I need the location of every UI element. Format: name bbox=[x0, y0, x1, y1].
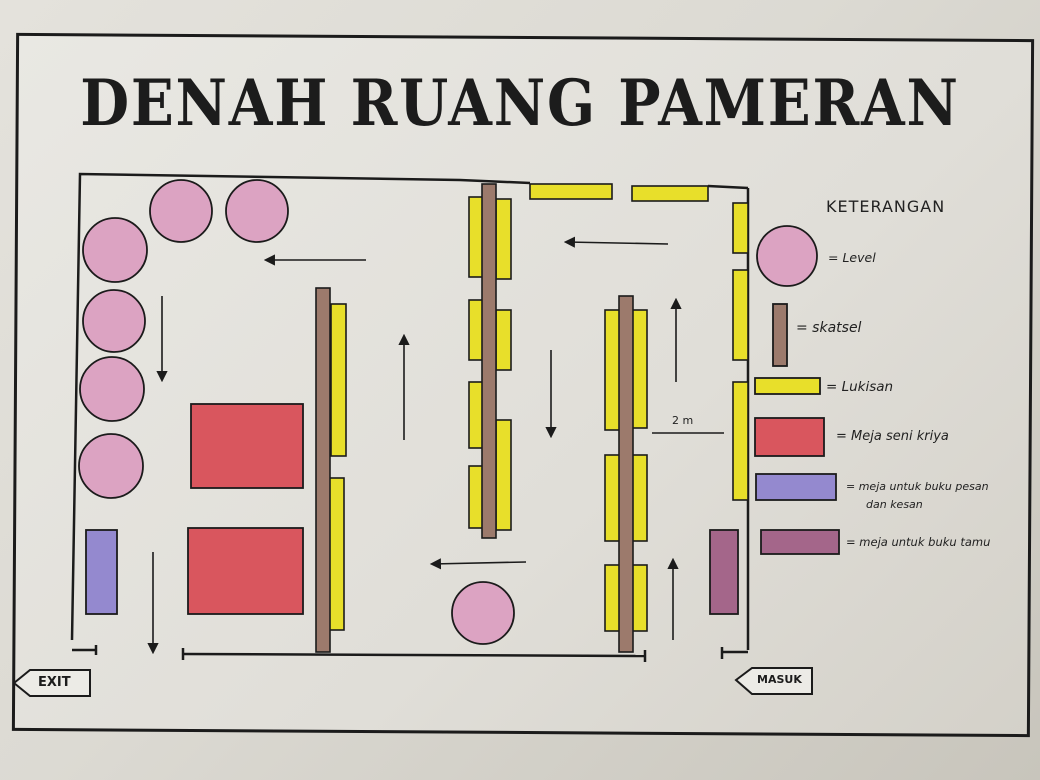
painting bbox=[732, 202, 749, 254]
partition bbox=[315, 287, 331, 653]
painting bbox=[328, 477, 345, 631]
legend-label-guest-table: = meja untuk buku tamu bbox=[846, 535, 991, 549]
arrow-left bbox=[429, 558, 527, 570]
painting bbox=[631, 564, 648, 632]
level-circle bbox=[78, 433, 144, 499]
painting bbox=[604, 309, 621, 431]
painting bbox=[604, 564, 621, 632]
painting bbox=[732, 381, 749, 501]
legend-painting-symbol bbox=[754, 377, 821, 395]
painting bbox=[495, 309, 512, 371]
level-circle bbox=[225, 179, 289, 243]
level-circle bbox=[149, 179, 213, 243]
legend-label-painting: = Lukisan bbox=[826, 379, 894, 395]
legend-symbols bbox=[754, 225, 840, 555]
legend-label-partition: = skatsel bbox=[796, 320, 862, 336]
craft-table bbox=[187, 527, 304, 615]
legend-craft-table-symbol bbox=[754, 417, 825, 457]
level-circle bbox=[82, 289, 146, 353]
partitions bbox=[315, 183, 634, 653]
legend-label-message-table: = meja untuk buku pesan bbox=[846, 480, 989, 493]
wall-top-right bbox=[707, 184, 749, 190]
level-circle bbox=[79, 356, 145, 422]
painting bbox=[604, 454, 621, 542]
wall-bottom bbox=[182, 652, 646, 658]
entrance-sign bbox=[734, 667, 813, 695]
legend-label-craft-table: = Meja seni kriya bbox=[836, 429, 949, 444]
wall-top-left bbox=[70, 172, 531, 641]
paintings bbox=[328, 183, 749, 632]
legend-message-table-symbol bbox=[755, 473, 837, 501]
painting bbox=[330, 303, 347, 457]
legend-label-level: = Level bbox=[828, 250, 876, 265]
guest-book-table bbox=[709, 529, 739, 615]
level-circle bbox=[82, 217, 148, 283]
level-circles bbox=[78, 179, 515, 645]
painting bbox=[631, 309, 648, 429]
entrance-sign-label: MASUK bbox=[757, 673, 802, 686]
page-title: DENAH RUANG PAMERAN bbox=[80, 66, 960, 141]
flow-arrows bbox=[147, 236, 682, 655]
craft-tables bbox=[187, 403, 304, 615]
painting bbox=[631, 185, 709, 202]
legend-level-symbol bbox=[756, 225, 818, 287]
arrow-left bbox=[563, 236, 669, 248]
legend-guest-table-symbol bbox=[760, 529, 840, 555]
distance-label: 2 m bbox=[672, 414, 694, 427]
partition bbox=[481, 183, 497, 539]
craft-table bbox=[190, 403, 304, 489]
message-book-table bbox=[85, 529, 118, 615]
painting bbox=[732, 269, 749, 361]
legend-title: KETERANGAN bbox=[826, 197, 946, 216]
painting bbox=[529, 183, 613, 200]
painting bbox=[495, 198, 512, 280]
painting bbox=[495, 419, 512, 531]
exit-sign bbox=[12, 669, 91, 697]
legend-label-message-table-line2: dan kesan bbox=[866, 498, 923, 511]
painting bbox=[631, 454, 648, 542]
level-circle bbox=[451, 581, 515, 645]
exit-sign-label: EXIT bbox=[38, 675, 71, 690]
legend-partition-symbol bbox=[772, 303, 788, 367]
partition bbox=[618, 295, 634, 653]
